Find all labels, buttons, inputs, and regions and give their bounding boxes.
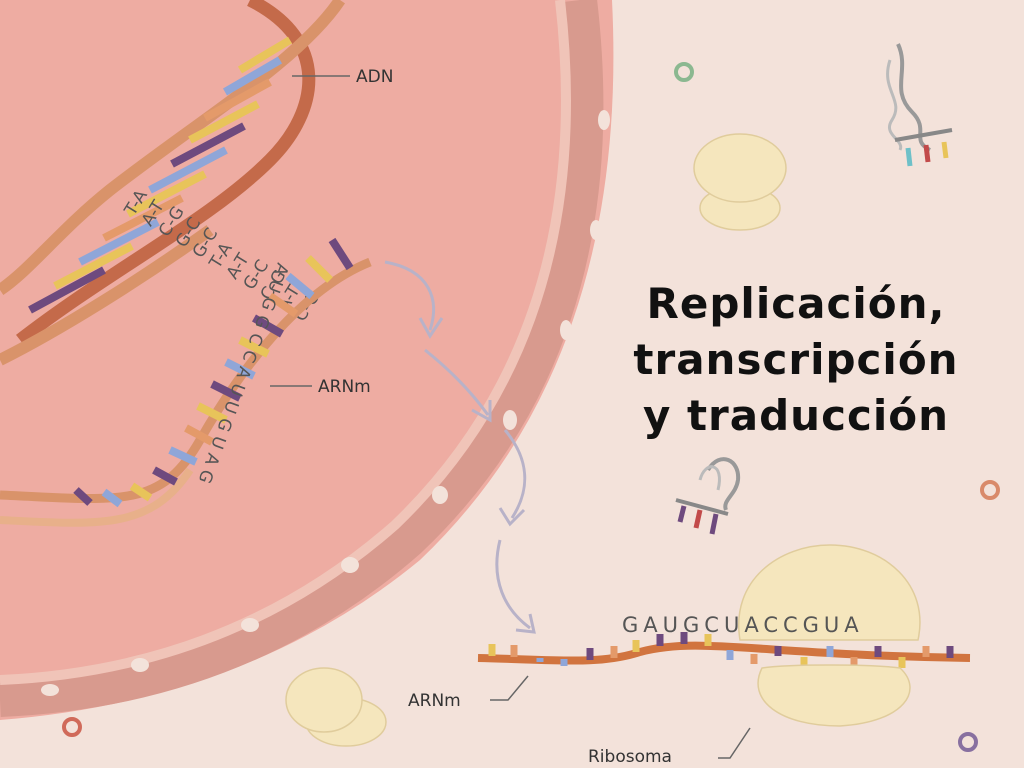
arrow-4-head bbox=[515, 613, 536, 634]
ribosome-label-line bbox=[718, 727, 751, 759]
dna-base-pairs bbox=[28, 36, 293, 314]
arrow-3 bbox=[503, 429, 527, 519]
nucleus bbox=[0, 0, 614, 720]
nuclear-pores bbox=[41, 110, 610, 696]
cytoplasm-particles bbox=[62, 62, 1000, 752]
slide-title: Replicación, transcripción y traducción bbox=[596, 276, 996, 444]
arrow-3-head bbox=[498, 507, 526, 527]
nuclear-envelope bbox=[0, 0, 604, 717]
ribosome-label: Ribosoma bbox=[588, 747, 672, 767]
arrow-4 bbox=[495, 539, 531, 630]
title-line-1: Replicación, bbox=[646, 279, 946, 328]
arrow-2 bbox=[424, 348, 490, 416]
mrna-ribosome-sequence: GAUGCUACCGUA bbox=[622, 613, 864, 637]
ribosome-large-subunit bbox=[738, 544, 921, 641]
nuclear-envelope-inner bbox=[0, 0, 571, 685]
dna-label: ADN bbox=[356, 67, 393, 87]
mrna-cytoplasm-label-line bbox=[490, 675, 529, 701]
free-ribosome-bottom bbox=[285, 667, 387, 747]
free-ribosome-top bbox=[693, 133, 787, 231]
trna-top bbox=[886, 43, 953, 167]
flow-arrows bbox=[384, 260, 536, 634]
title-line-2: transcripción bbox=[633, 335, 959, 384]
arrow-1-head bbox=[418, 317, 444, 339]
title-line-3: y traducción bbox=[642, 391, 950, 440]
mrna-nucleus-label: ARNm bbox=[318, 377, 371, 397]
mrna-strand-cytoplasm: GAUGCUACCGUA bbox=[477, 613, 971, 668]
mrna-cytoplasm-label: ARNm bbox=[408, 691, 461, 711]
arrow-2-head bbox=[471, 400, 492, 423]
arrow-1 bbox=[384, 260, 435, 331]
trna-middle bbox=[675, 457, 741, 535]
ribosome-small-subunit bbox=[757, 664, 911, 727]
